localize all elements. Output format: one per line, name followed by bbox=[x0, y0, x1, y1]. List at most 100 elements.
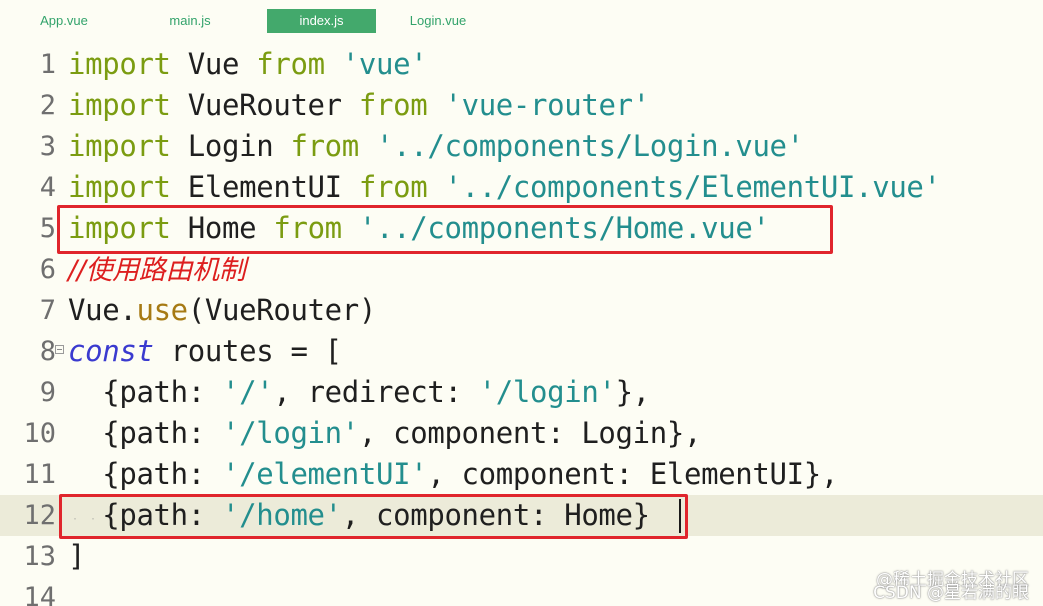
code-text: import Login from '../components/Login.v… bbox=[68, 126, 804, 167]
code-token: VueRouter bbox=[170, 88, 359, 122]
code-token bbox=[427, 88, 444, 122]
code-token: from bbox=[358, 170, 428, 204]
code-token: '/login' bbox=[478, 375, 616, 409]
code-token: {path: bbox=[68, 375, 222, 409]
code-token: use bbox=[136, 293, 188, 327]
line-number: 7 bbox=[39, 295, 56, 326]
code-token: '../components/Home.vue' bbox=[358, 211, 770, 245]
code-token: //使用路由机制 bbox=[68, 255, 246, 286]
code-line[interactable]: 13] bbox=[0, 536, 1043, 577]
tab-app-vue[interactable]: App.vue bbox=[40, 13, 88, 28]
tab-login-vue[interactable]: Login.vue bbox=[409, 13, 467, 28]
code-token: '/home' bbox=[222, 498, 342, 532]
code-token: , component: ElementUI}, bbox=[427, 457, 838, 491]
line-number: 5 bbox=[39, 213, 56, 244]
line-number: 11 bbox=[23, 459, 56, 490]
code-token: {path: bbox=[68, 498, 222, 532]
fold-toggle-icon[interactable] bbox=[55, 345, 64, 354]
code-token: }, bbox=[615, 375, 651, 409]
line-number: 1 bbox=[39, 49, 56, 80]
code-line[interactable]: 2 import VueRouter from 'vue-router' bbox=[0, 85, 1043, 126]
editor-tab-bar: App.vue main.js index.js Login.vue bbox=[0, 0, 1043, 42]
code-line[interactable]: 4 import ElementUI from '../components/El… bbox=[0, 167, 1043, 208]
code-token: from bbox=[273, 211, 342, 245]
tab-index-js[interactable]: index.js bbox=[267, 9, 376, 33]
code-line[interactable]: 1 import Vue from 'vue' bbox=[0, 44, 1043, 85]
code-text: import ElementUI from '../components/Ele… bbox=[68, 167, 941, 208]
code-token: (VueRouter) bbox=[187, 293, 377, 327]
code-line[interactable]: 8 const routes = [ bbox=[0, 331, 1043, 372]
code-text: ] bbox=[68, 536, 85, 577]
code-line[interactable]: 6 //使用路由机制 bbox=[0, 249, 1043, 290]
code-text: import Vue from 'vue' bbox=[68, 44, 428, 85]
code-token bbox=[427, 170, 444, 204]
code-line[interactable]: 9 {path: '/', redirect: '/login'}, bbox=[0, 372, 1043, 413]
code-token: '/' bbox=[222, 375, 274, 409]
whitespace-marker: · bbox=[72, 514, 79, 525]
code-token: import bbox=[68, 47, 171, 81]
highlight-box-import-home bbox=[57, 205, 833, 254]
code-token: import bbox=[68, 211, 171, 245]
code-token: {path: bbox=[68, 416, 222, 450]
code-token: const bbox=[68, 334, 154, 368]
tab-main-js[interactable]: main.js bbox=[169, 13, 211, 28]
code-token: '../components/ElementUI.vue' bbox=[444, 170, 941, 204]
line-number: 8 bbox=[39, 336, 56, 367]
whitespace-marker: · bbox=[90, 514, 97, 525]
code-line[interactable]: 7 Vue.use(VueRouter) bbox=[0, 290, 1043, 331]
code-token bbox=[359, 129, 376, 163]
code-text: Vue.use(VueRouter) bbox=[68, 290, 376, 331]
code-line[interactable]: 3 import Login from '../components/Login.… bbox=[0, 126, 1043, 167]
watermark-juejin: @稀土掘金技术社区 bbox=[876, 570, 1029, 590]
code-token: ] bbox=[68, 539, 86, 573]
code-token: import bbox=[68, 170, 171, 204]
text-caret bbox=[679, 499, 681, 533]
code-line[interactable]: 12 {path: '/home', component: Home}·· bbox=[0, 495, 1043, 536]
line-number: 9 bbox=[39, 377, 56, 408]
highlight-box-home-route bbox=[59, 494, 688, 539]
code-token: , redirect: bbox=[273, 375, 479, 409]
code-line[interactable]: 14 bbox=[0, 577, 1043, 606]
code-token: '../components/Login.vue' bbox=[376, 129, 804, 163]
code-text: {path: '/login', component: Login}, bbox=[68, 413, 701, 454]
code-text: import Home from '../components/Home.vue… bbox=[68, 208, 770, 249]
code-token: Vue. bbox=[68, 293, 137, 327]
code-token: , component: Home} bbox=[341, 498, 650, 532]
code-editor[interactable]: 1 import Vue from 'vue' 2 import VueRouter … bbox=[0, 42, 1043, 606]
line-number: 14 bbox=[23, 582, 56, 606]
code-token: Login bbox=[170, 129, 291, 163]
code-token: {path: bbox=[68, 457, 222, 491]
code-token bbox=[325, 47, 342, 81]
line-number: 3 bbox=[39, 131, 56, 162]
line-number: 4 bbox=[39, 172, 56, 203]
code-token: , component: Login}, bbox=[358, 416, 702, 450]
code-token: 'vue' bbox=[341, 47, 428, 81]
code-token: from bbox=[358, 88, 428, 122]
code-token: '/login' bbox=[222, 416, 359, 450]
code-token: from bbox=[256, 47, 325, 81]
code-text: //使用路由机制 bbox=[68, 249, 246, 291]
code-line[interactable]: 11 {path: '/elementUI', component: Eleme… bbox=[0, 454, 1043, 495]
code-token: from bbox=[290, 129, 359, 163]
code-token: Vue bbox=[170, 47, 257, 81]
code-line[interactable]: 5 import Home from '../components/Home.vu… bbox=[0, 208, 1043, 249]
code-text: {path: '/home', component: Home} bbox=[68, 495, 650, 536]
line-number: 12 bbox=[23, 500, 56, 531]
line-number: 2 bbox=[39, 90, 56, 121]
code-text: const routes = [ bbox=[68, 331, 342, 372]
line-number: 6 bbox=[39, 254, 56, 285]
line-number: 10 bbox=[23, 418, 56, 449]
code-token: routes = [ bbox=[153, 334, 342, 368]
code-line[interactable]: 10 {path: '/login', component: Login}, bbox=[0, 413, 1043, 454]
code-text: import VueRouter from 'vue-router' bbox=[68, 85, 650, 126]
watermark-csdn: CSDN @星若满的眼 bbox=[873, 583, 1029, 603]
code-token: ElementUI bbox=[170, 170, 359, 204]
code-token: import bbox=[68, 129, 171, 163]
code-token: 'vue-router' bbox=[444, 88, 650, 122]
line-number: 13 bbox=[23, 541, 56, 572]
code-text: {path: '/', redirect: '/login'}, bbox=[68, 372, 650, 413]
code-token: import bbox=[68, 88, 171, 122]
code-text: {path: '/elementUI', component: ElementU… bbox=[68, 454, 838, 495]
code-token: Home bbox=[170, 211, 274, 245]
code-token: '/elementUI' bbox=[222, 457, 428, 491]
